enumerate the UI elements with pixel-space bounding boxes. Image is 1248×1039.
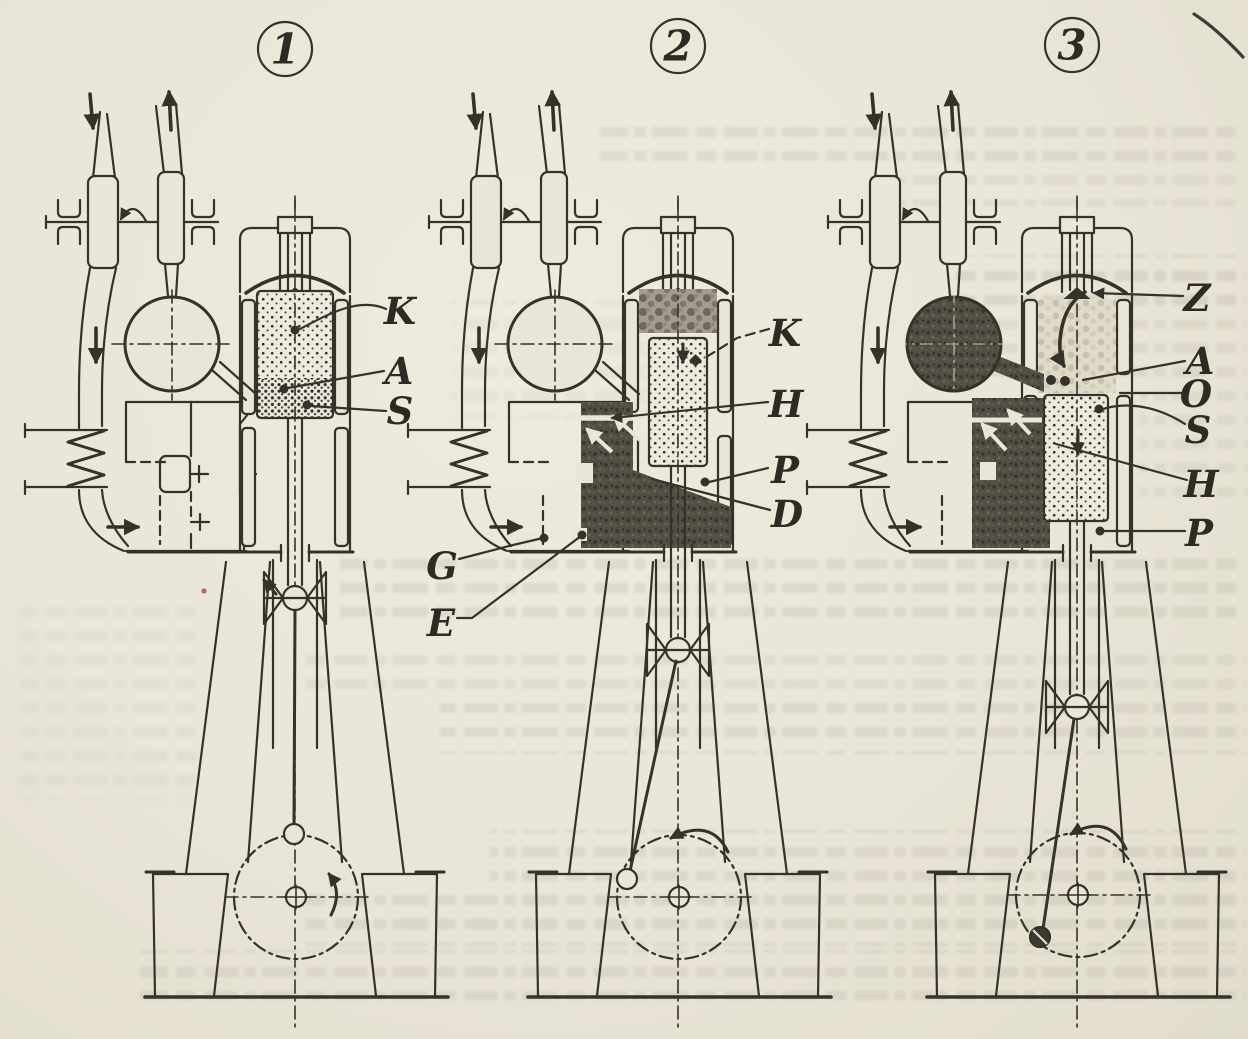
figure-2-number: 2 <box>662 22 692 71</box>
figure-1-badge: 1 <box>256 20 314 78</box>
exhaust-port-dot <box>1060 376 1070 386</box>
running-gear <box>224 199 369 1033</box>
label-O-fig3: O <box>1118 372 1212 416</box>
figure-1-engine-schematic <box>25 92 450 1033</box>
label-S-text: S <box>1185 408 1212 452</box>
exhaust-port-dot <box>1046 375 1056 385</box>
label-A-text: A <box>1183 339 1215 383</box>
auxiliary-blower-running <box>894 290 1070 400</box>
label-A-fig1: A <box>279 349 414 394</box>
label-H-text: H <box>768 382 805 426</box>
label-D-text: D <box>770 492 803 536</box>
air-manifold <box>124 400 258 553</box>
auxiliary-blower <box>111 289 258 402</box>
figure-1-number: 1 <box>270 25 299 74</box>
label-H-fig3: H <box>1054 442 1220 506</box>
label-S-fig1: S <box>302 389 414 433</box>
bleed-through-text <box>20 118 1248 1000</box>
label-Z-text: Z <box>1181 276 1212 320</box>
label-K-text: K <box>383 289 418 333</box>
piston <box>1042 393 1110 523</box>
label-P-text: P <box>770 448 800 492</box>
label-H-text: H <box>1183 462 1220 506</box>
label-G-text: G <box>426 544 458 588</box>
label-A-fig3: A <box>1081 339 1215 383</box>
label-Z-fig3: Z <box>1092 276 1212 320</box>
figure-3-number: 3 <box>1057 21 1086 70</box>
label-P-fig3: P <box>1095 511 1214 555</box>
label-K-text: K <box>768 311 803 355</box>
figure-2-engine-schematic <box>408 92 833 1033</box>
figure-number-badges: 1 2 3 <box>256 16 1101 78</box>
part-labels: K A S K H P D <box>279 276 1220 645</box>
running-gear <box>1006 199 1151 1033</box>
label-H-fig2: H <box>610 382 805 426</box>
label-G-fig2: G <box>426 533 549 588</box>
label-K-fig1: K <box>290 289 418 335</box>
label-E-text: E <box>426 601 456 645</box>
label-S-text: S <box>387 389 414 433</box>
figure-3-badge: 3 <box>1043 16 1101 74</box>
figure-3-engine-schematic <box>807 92 1232 1033</box>
label-D-fig2: D <box>650 477 803 536</box>
label-A-text: A <box>382 349 414 393</box>
auxiliary-blower <box>494 289 641 402</box>
label-E-fig2: E <box>426 530 587 645</box>
running-gear <box>607 199 752 1033</box>
exhaust-gas-region <box>972 398 1050 548</box>
pen-mark <box>1192 12 1245 59</box>
label-S-fig3: S <box>1094 404 1212 452</box>
label-P-text: P <box>1184 511 1214 555</box>
red-speck <box>201 588 207 594</box>
figure-2-badge: 2 <box>649 17 707 75</box>
label-O-text: O <box>1180 372 1212 416</box>
label-P-fig2: P <box>700 448 800 492</box>
